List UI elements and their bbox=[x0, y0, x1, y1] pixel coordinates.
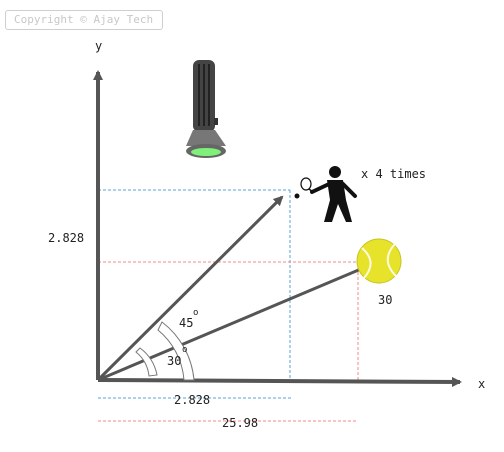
x-axis bbox=[97, 376, 462, 387]
angle-arc-45 bbox=[157, 321, 195, 381]
y-axis-label: y bbox=[95, 39, 103, 53]
tennis-player-icon bbox=[294, 166, 357, 222]
tennis-ball-icon bbox=[356, 238, 402, 284]
angle-45-label: 45 bbox=[179, 316, 194, 330]
blue-guides bbox=[98, 189, 292, 399]
player-x-component-label: 2.828 bbox=[174, 393, 211, 407]
angle-arc-30 bbox=[135, 347, 158, 377]
copyright-watermark: Copyright © Ajay Tech bbox=[5, 10, 163, 30]
degree-symbol-30: o bbox=[182, 345, 188, 355]
player-y-component-label: 2.828 bbox=[48, 231, 85, 245]
ball-vector-arrow bbox=[97, 264, 370, 382]
degree-symbol-45: o bbox=[193, 308, 199, 318]
player-multiplier-label: x 4 times bbox=[361, 167, 427, 181]
angle-30-label: 30 bbox=[167, 354, 182, 368]
x-axis-label: x bbox=[478, 377, 486, 391]
player-vector-arrow bbox=[96, 195, 284, 382]
flashlight-icon bbox=[186, 60, 226, 158]
ball-magnitude-label: 30 bbox=[378, 293, 393, 307]
ball-x-component-label: 25.98 bbox=[222, 416, 259, 430]
red-guides bbox=[98, 261, 359, 422]
